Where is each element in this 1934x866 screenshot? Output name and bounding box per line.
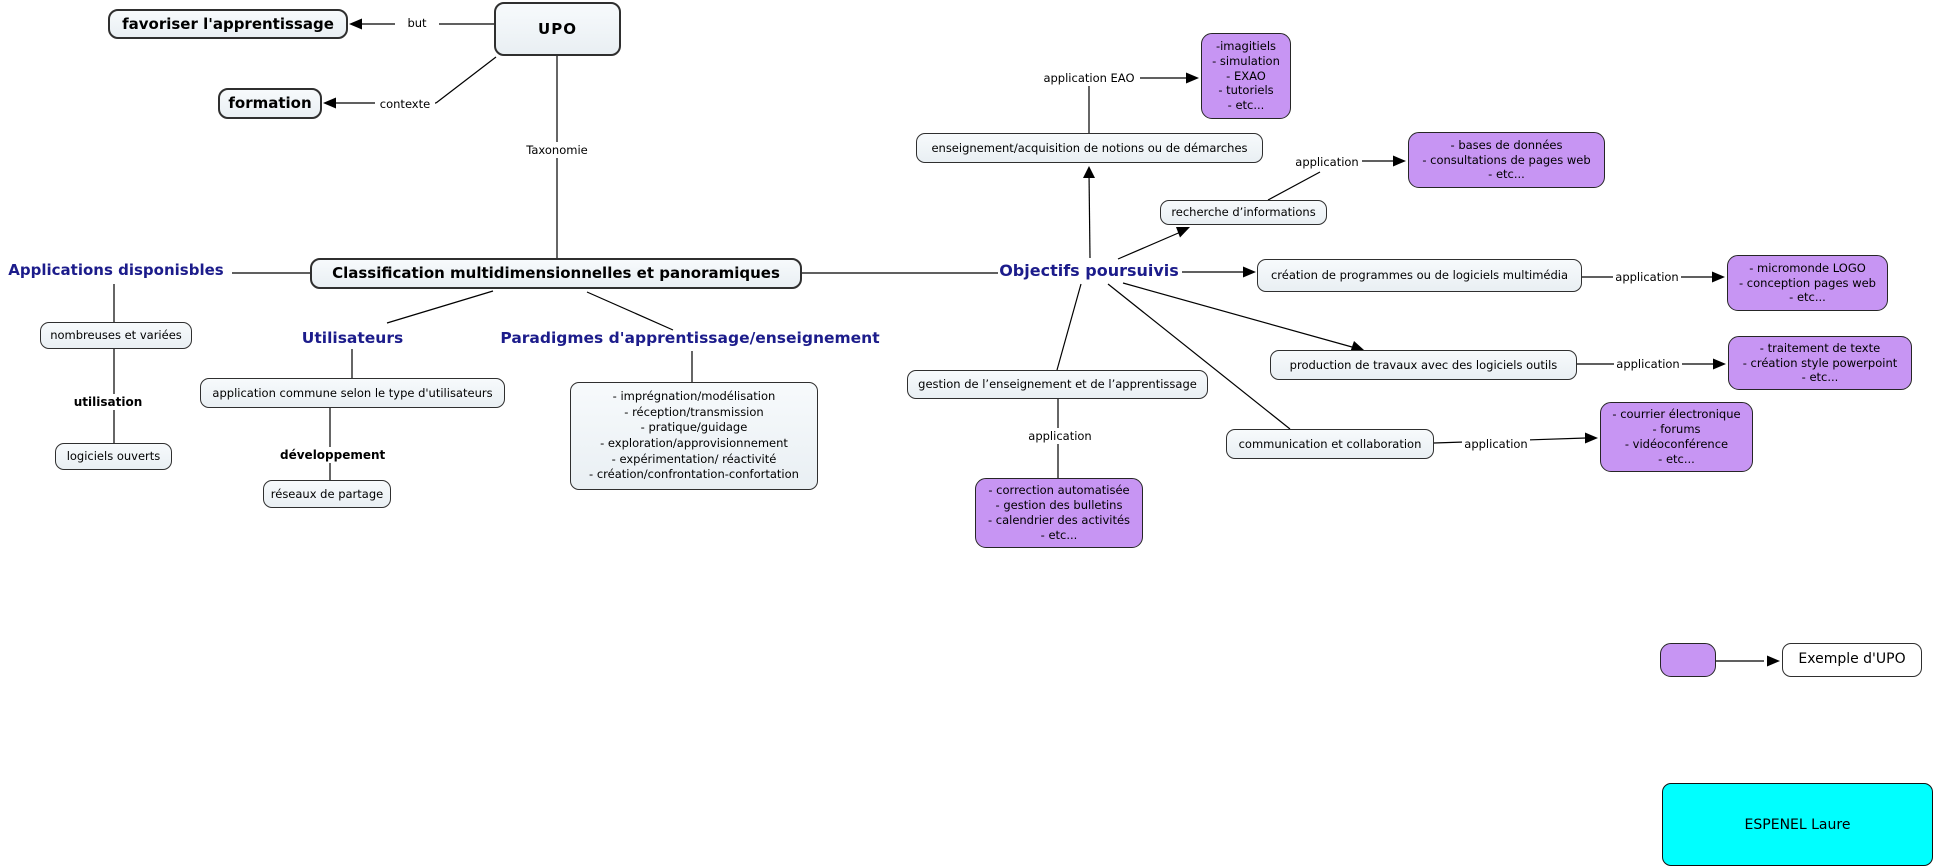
example-box-recherche[interactable]: - bases de données - consultations de pa…	[1408, 132, 1605, 188]
legend-exemple-upo[interactable]: Exemple d'UPO	[1782, 643, 1922, 677]
node-recherche-informations[interactable]: recherche d’informations	[1160, 200, 1327, 225]
example-box-creation[interactable]: - micromonde LOGO - conception pages web…	[1727, 255, 1888, 311]
link-label-application-communication[interactable]: application	[1462, 436, 1530, 452]
link-label-application-gestion[interactable]: application	[1026, 428, 1094, 444]
header-applications-disponibles[interactable]: Applications disponisbles	[8, 261, 224, 279]
example-box-eao[interactable]: -imagitiels - simulation - EXAO - tutori…	[1201, 33, 1291, 119]
link-label-developpement[interactable]: développement	[278, 447, 386, 463]
author-box[interactable]: ESPENEL Laure	[1662, 783, 1933, 866]
node-paradigmes-liste[interactable]: - imprégnation/modélisation - réception/…	[570, 382, 818, 490]
node-nombreuses-et-variees[interactable]: nombreuses et variées	[40, 322, 192, 349]
node-communication-collaboration[interactable]: communication et collaboration	[1226, 429, 1434, 459]
header-paradigmes[interactable]: Paradigmes d'apprentissage/enseignement	[500, 329, 880, 347]
node-logiciels-ouverts[interactable]: logiciels ouverts	[55, 443, 172, 470]
node-application-commune[interactable]: application commune selon le type d'util…	[200, 378, 505, 408]
link-label-application-eao[interactable]: application EAO	[1040, 70, 1138, 86]
link-label-taxonomie[interactable]: Taxonomie	[517, 142, 597, 158]
legend-purple-swatch[interactable]	[1660, 643, 1716, 677]
example-box-gestion[interactable]: - correction automatisée - gestion des b…	[975, 478, 1143, 548]
header-utilisateurs[interactable]: Utilisateurs	[301, 329, 404, 347]
link-label-application-production[interactable]: application	[1614, 356, 1682, 372]
node-classification[interactable]: Classification multidimensionnelles et p…	[310, 258, 802, 289]
node-production-travaux[interactable]: production de travaux avec des logiciels…	[1270, 350, 1577, 380]
node-favoriser-apprentissage[interactable]: favoriser l'apprentissage	[108, 9, 348, 39]
node-reseaux-de-partage[interactable]: réseaux de partage	[263, 480, 391, 508]
node-formation[interactable]: formation	[218, 88, 322, 119]
node-creation-programmes[interactable]: création de programmes ou de logiciels m…	[1257, 259, 1582, 292]
node-upo[interactable]: UPO	[494, 2, 621, 56]
example-box-communication[interactable]: - courrier électronique - forums - vidéo…	[1600, 402, 1753, 472]
example-box-production[interactable]: - traitement de texte - création style p…	[1728, 336, 1912, 390]
link-label-contexte[interactable]: contexte	[375, 96, 435, 112]
link-label-application-recherche[interactable]: application	[1293, 154, 1361, 170]
link-label-utilisation[interactable]: utilisation	[70, 394, 146, 410]
node-gestion-enseignement[interactable]: gestion de l’enseignement et de l’appren…	[907, 370, 1208, 399]
node-enseignement-acquisition[interactable]: enseignement/acquisition de notions ou d…	[916, 133, 1263, 163]
link-label-but[interactable]: but	[395, 15, 439, 31]
link-label-application-creation[interactable]: application	[1613, 269, 1681, 285]
header-objectifs-poursuivis[interactable]: Objectifs poursuivis	[999, 261, 1179, 280]
